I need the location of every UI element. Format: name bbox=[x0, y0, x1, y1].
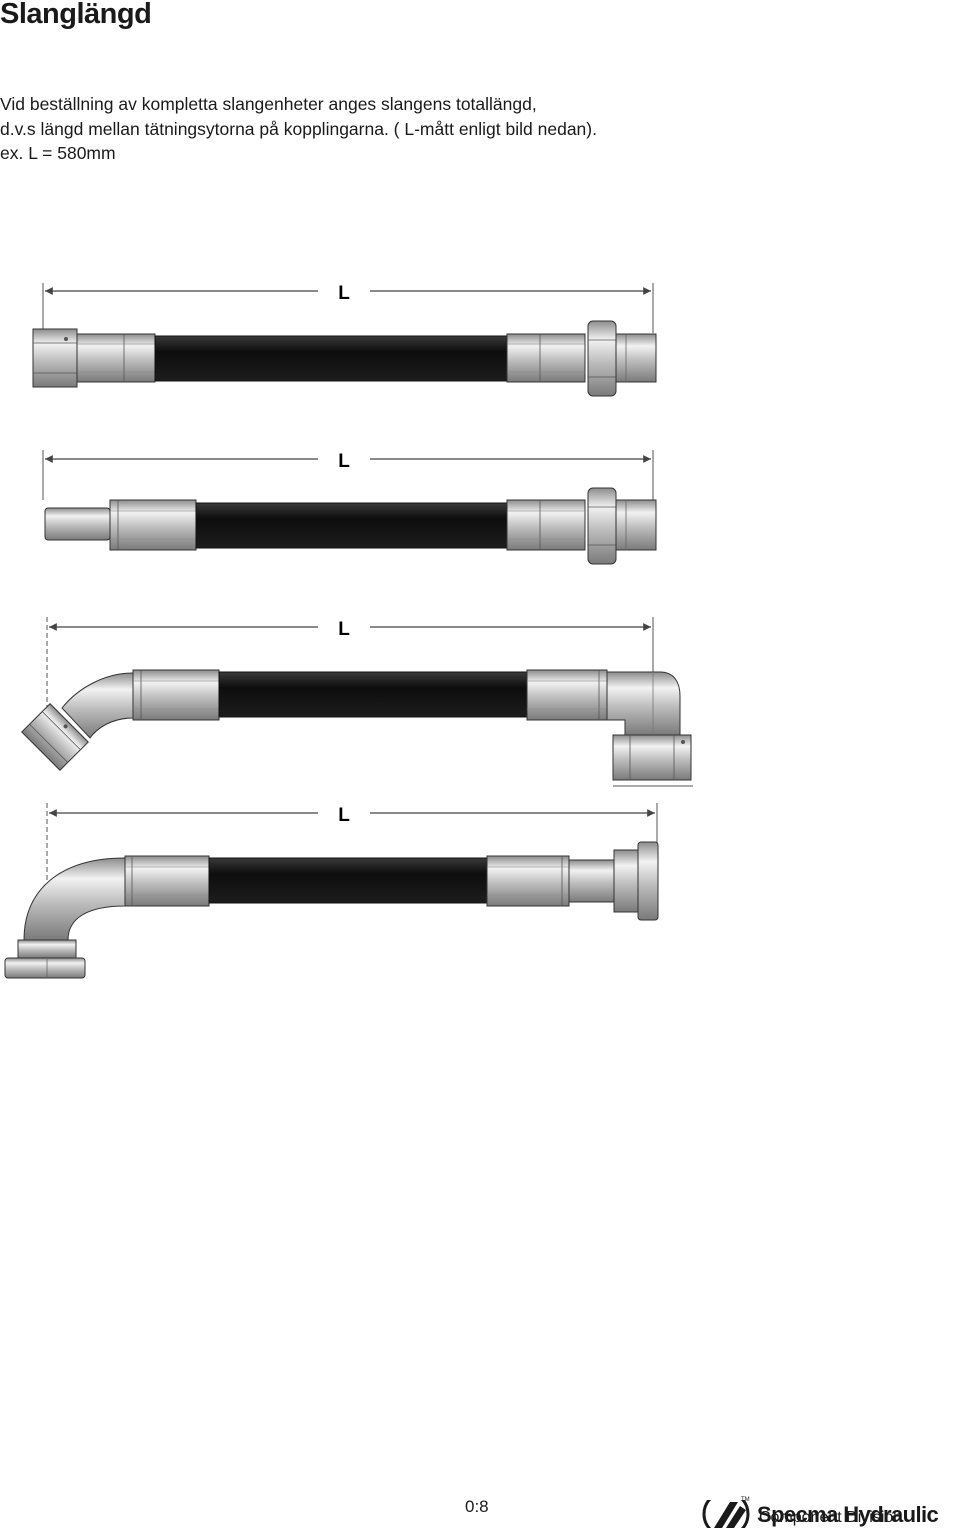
brand-division: Component Division bbox=[759, 1509, 903, 1526]
dimension-label-l: L bbox=[338, 805, 350, 826]
trademark-mark: TM bbox=[741, 1497, 750, 1503]
hose-assembly-2: L bbox=[42, 450, 657, 565]
specma-logo-icon bbox=[702, 1500, 750, 1528]
page-number: 0:8 bbox=[465, 1497, 489, 1516]
brand-name: Specma Hydraulic bbox=[757, 1502, 939, 1527]
intro-line: ex. L = 580mm bbox=[0, 143, 116, 163]
page-title: Slanglängd bbox=[0, 0, 152, 30]
hose-assembly-4: L bbox=[4, 803, 659, 979]
intro-line: d.v.s längd mellan tätningsytorna på kop… bbox=[0, 118, 597, 139]
hose-assembly-3: L bbox=[21, 617, 693, 787]
hose-assembly-figure: L L bbox=[4, 283, 693, 979]
dimension-label-l: L bbox=[338, 451, 350, 472]
intro-text: Vid beställning av kompletta slangenhete… bbox=[0, 92, 597, 166]
dimension-label-l: L bbox=[338, 619, 350, 640]
intro-line: Vid beställning av kompletta slangenhete… bbox=[0, 94, 537, 114]
dimension-label-l: L bbox=[338, 283, 350, 304]
hose-assembly-1: L bbox=[32, 283, 657, 397]
